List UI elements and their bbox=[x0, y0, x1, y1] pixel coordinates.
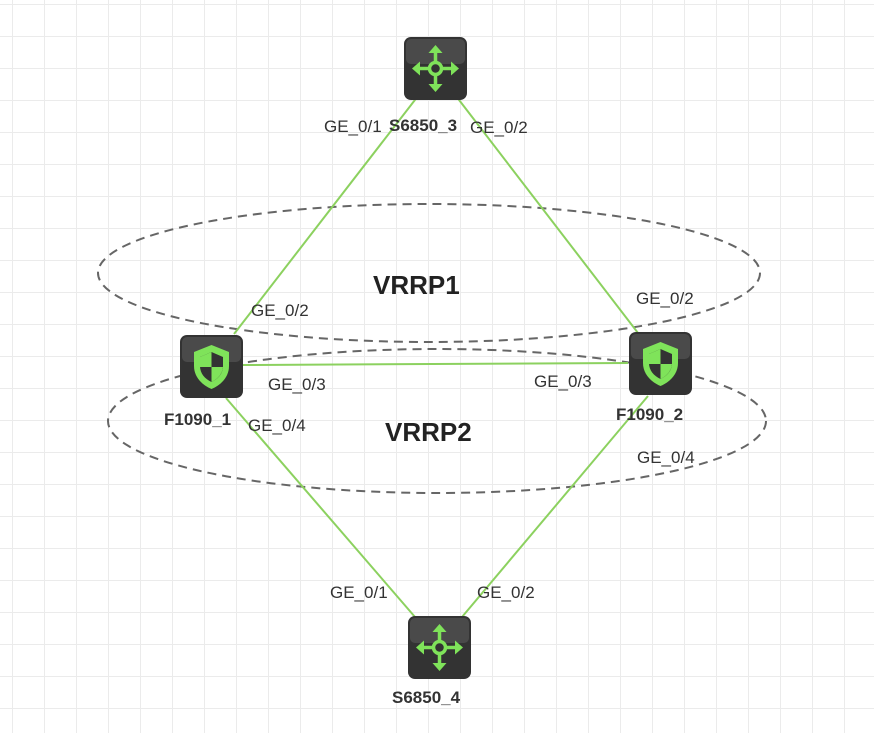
port-label: GE_0/3 bbox=[534, 372, 592, 391]
s6850-3-device[interactable] bbox=[404, 37, 467, 100]
node-label-s6850-4: S6850_4 bbox=[392, 688, 461, 707]
switch-icon bbox=[412, 45, 459, 92]
vrrp2-group-ellipse bbox=[107, 348, 767, 494]
node-label-s6850-3: S6850_3 bbox=[389, 116, 457, 135]
link-f1090-1-s6850-4 bbox=[225, 397, 416, 618]
vrrp2-label: VRRP2 bbox=[385, 417, 472, 447]
s6850-4-device[interactable] bbox=[408, 616, 471, 679]
port-label: GE_0/2 bbox=[477, 583, 535, 602]
link-s6850-3-f1090-1 bbox=[233, 95, 419, 335]
vrrp1-group-ellipse bbox=[97, 203, 761, 343]
port-label: GE_0/1 bbox=[330, 583, 388, 602]
port-label: GE_0/1 bbox=[324, 117, 382, 136]
node-label-f1090-1: F1090_1 bbox=[164, 410, 231, 429]
firewall-icon bbox=[194, 345, 229, 389]
vrrp1-label: VRRP1 bbox=[373, 270, 460, 300]
link-s6850-3-f1090-2 bbox=[455, 95, 639, 334]
port-label: GE_0/2 bbox=[636, 289, 694, 308]
link-f1090-2-s6850-4 bbox=[461, 395, 649, 618]
port-label: GE_0/2 bbox=[251, 301, 309, 320]
firewall-icon bbox=[643, 342, 678, 386]
port-label: GE_0/2 bbox=[470, 118, 528, 137]
f1090-2-device[interactable] bbox=[629, 332, 692, 395]
node-label-f1090-2: F1090_2 bbox=[616, 405, 683, 424]
port-label: GE_0/4 bbox=[248, 416, 306, 435]
f1090-1-device[interactable] bbox=[180, 335, 243, 398]
port-label: GE_0/4 bbox=[637, 448, 695, 467]
link-f1090-1-f1090-2 bbox=[242, 362, 629, 366]
port-label: GE_0/3 bbox=[268, 375, 326, 394]
switch-icon bbox=[416, 624, 463, 671]
